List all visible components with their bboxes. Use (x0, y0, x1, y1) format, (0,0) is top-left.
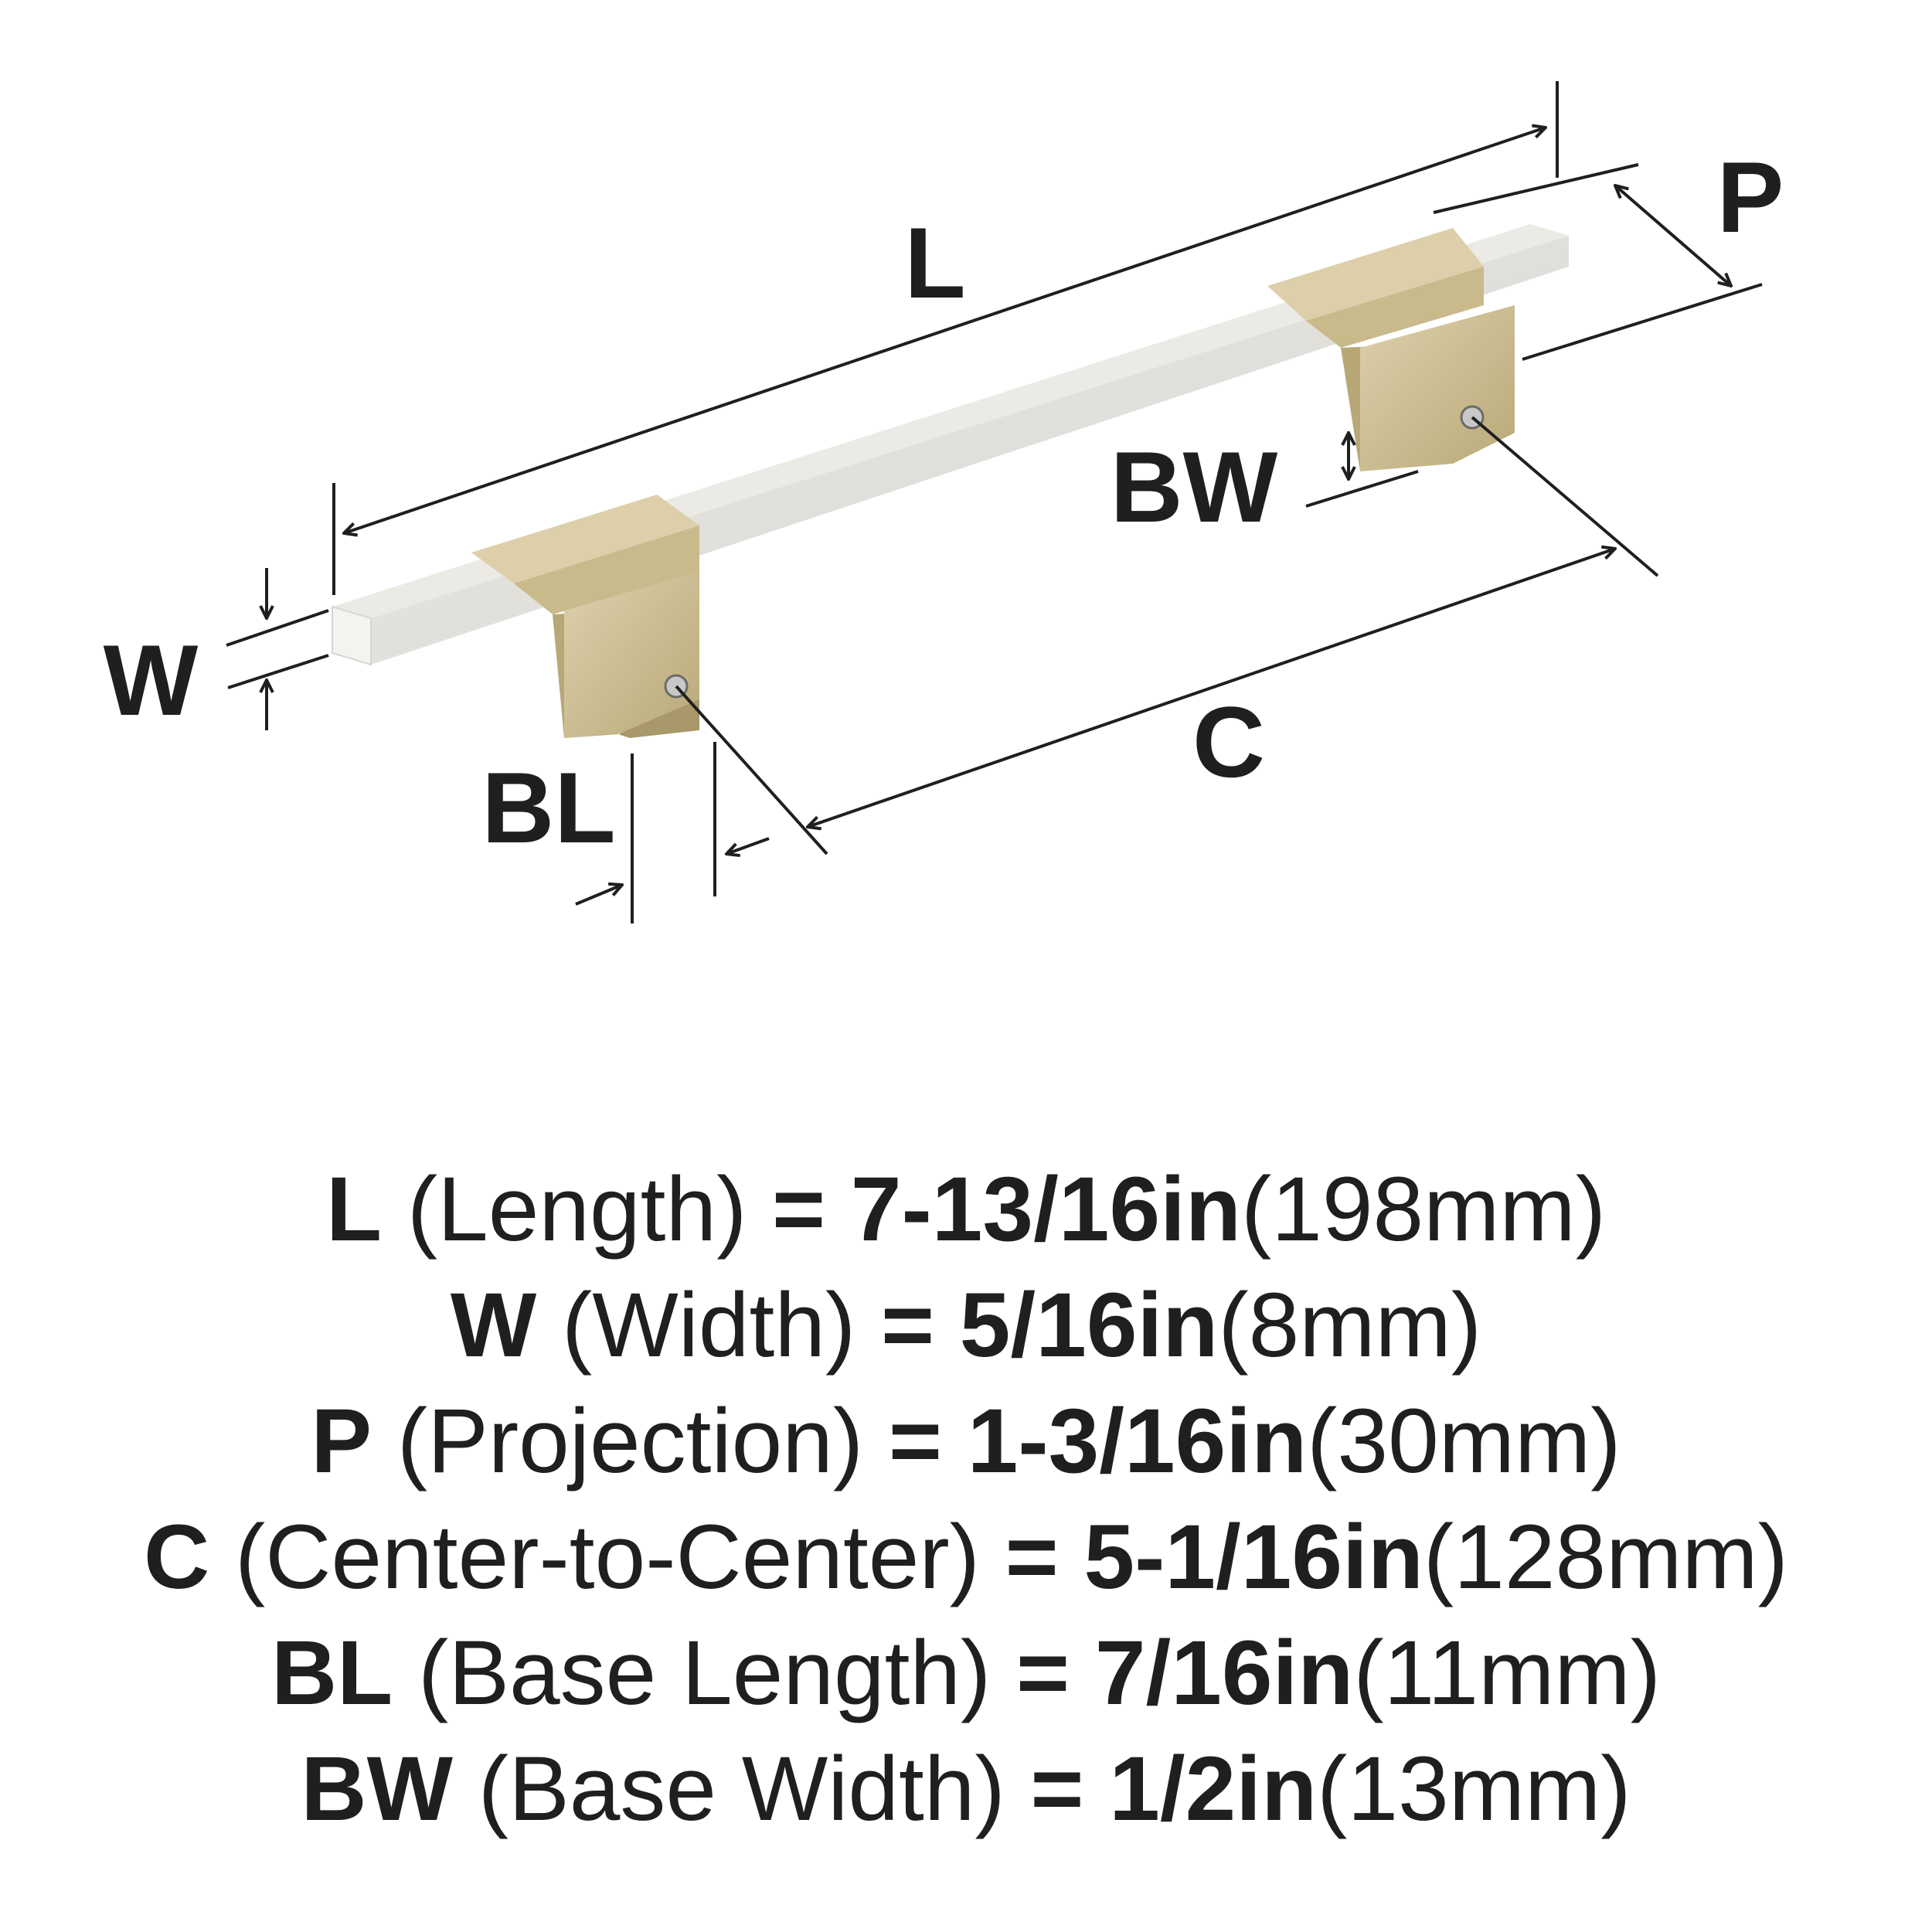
dimension-spec-list: L (Length) = 7-13/16in(198mm) W (Width) … (0, 1151, 1932, 1847)
spec-name: (Width) (562, 1274, 856, 1376)
spec-equals: = (889, 1390, 942, 1492)
left-post-front (564, 572, 699, 738)
spec-row-length: L (Length) = 7-13/16in(198mm) (0, 1151, 1932, 1267)
label-c: C (1192, 685, 1265, 798)
spec-equals: = (881, 1274, 934, 1376)
spec-name: (Projection) (396, 1390, 864, 1492)
spec-symbol: BL (270, 1622, 393, 1724)
spec-inches: 1/2in (1109, 1738, 1318, 1840)
bl-arrow-right (726, 837, 770, 854)
l-dimension-line (344, 128, 1546, 533)
p-extension-bottom (1522, 283, 1763, 361)
spec-inches: 7/16in (1094, 1622, 1354, 1724)
spec-equals: = (1030, 1738, 1084, 1840)
c-dimension-line (808, 549, 1615, 827)
spec-row-center-to-center: C (Center-to-Center) = 5-1/16in(128mm) (0, 1499, 1932, 1615)
spec-mm: (11mm) (1353, 1622, 1662, 1724)
spec-row-projection: P (Projection) = 1-3/16in(30mm) (0, 1383, 1932, 1499)
spec-name: (Center-to-Center) (235, 1506, 980, 1608)
bar-end-face (332, 605, 372, 666)
spec-symbol: BW (301, 1738, 453, 1840)
label-bw: BW (1111, 430, 1278, 543)
spec-mm: (128mm) (1423, 1506, 1788, 1608)
c-extension-left (675, 685, 828, 855)
p-extension-top (1433, 163, 1639, 214)
spec-symbol: C (144, 1506, 210, 1608)
spec-mm: (198mm) (1240, 1158, 1607, 1260)
spec-symbol: L (325, 1158, 383, 1260)
spec-mm: (30mm) (1307, 1390, 1621, 1492)
left-post-base (618, 699, 699, 738)
spec-equals: = (1005, 1506, 1059, 1608)
spec-name: (Length) (406, 1158, 747, 1260)
spec-mm: (13mm) (1317, 1738, 1631, 1840)
spec-name: (Base Width) (478, 1738, 1005, 1840)
spec-mm: (8mm) (1218, 1274, 1482, 1376)
c-extension-right (1471, 416, 1659, 577)
spec-row-base-width: BW (Base Width) = 1/2in(13mm) (0, 1731, 1932, 1847)
label-w: W (104, 624, 199, 736)
spec-equals: = (772, 1158, 826, 1260)
bw-extension-bottom (1305, 470, 1419, 508)
spec-symbol: P (311, 1390, 372, 1492)
label-l: L (904, 206, 965, 319)
dimension-lines (226, 81, 1763, 923)
spec-row-base-length: BL (Base Length) = 7/16in(11mm) (0, 1615, 1932, 1731)
w-extension-top (226, 609, 329, 647)
spec-inches: 1-3/16in (967, 1390, 1308, 1492)
spec-symbol: W (450, 1274, 537, 1376)
spec-equals: = (1016, 1622, 1070, 1724)
spec-row-width: W (Width) = 5/16in(8mm) (0, 1267, 1932, 1383)
spec-inches: 5/16in (959, 1274, 1219, 1376)
w-extension-bottom (227, 654, 329, 689)
spec-inches: 7-13/16in (850, 1158, 1241, 1260)
spec-inches: 5-1/16in (1083, 1506, 1423, 1608)
spec-name: (Base Length) (418, 1622, 992, 1724)
left-post-arm (514, 526, 699, 614)
label-p: P (1717, 141, 1784, 253)
label-bl: BL (481, 751, 615, 864)
p-dimension-line (1615, 185, 1731, 286)
bl-arrow-left (575, 885, 622, 906)
